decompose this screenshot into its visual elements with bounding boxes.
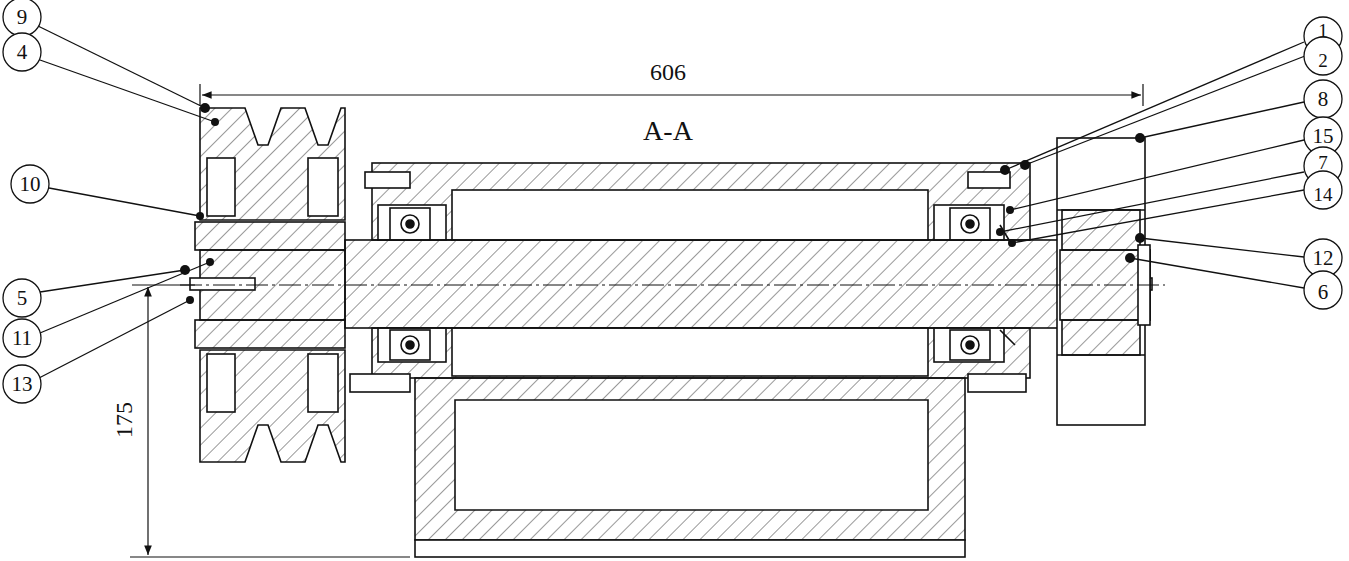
callout-number: 6 bbox=[1318, 280, 1329, 304]
callout-number: 13 bbox=[12, 372, 33, 396]
callout-number: 12 bbox=[1313, 246, 1334, 270]
callout-number: 2 bbox=[1318, 50, 1328, 71]
callout-number: 11 bbox=[12, 328, 32, 349]
dimension-lines bbox=[130, 84, 1143, 557]
dimension-text: 175 bbox=[112, 402, 136, 438]
callout-number: 15 bbox=[1313, 126, 1334, 147]
callout-number: 9 bbox=[17, 5, 28, 29]
callout-number: 4 bbox=[17, 42, 28, 63]
callout-number: 2 bbox=[1318, 51, 1328, 70]
callout-number: 5 bbox=[17, 286, 28, 310]
callout-number: 1 bbox=[1318, 21, 1328, 40]
callout-number: 10 bbox=[20, 172, 41, 196]
callout-number: 14 bbox=[1314, 185, 1333, 204]
section-title: A-A bbox=[643, 117, 693, 145]
dimension-text: 606 bbox=[650, 60, 686, 84]
callout-number: 9 bbox=[17, 7, 28, 28]
callout-number: 7 bbox=[1318, 153, 1328, 172]
callout-number: 5 bbox=[17, 288, 28, 309]
callout-number: 6 bbox=[1318, 282, 1329, 303]
section-title: A-A bbox=[643, 115, 693, 146]
callout-leaders bbox=[3, 0, 1342, 403]
callout-number: 11 bbox=[12, 326, 32, 350]
dimension-text: 175 bbox=[111, 402, 137, 438]
callout-number: 14 bbox=[1314, 184, 1333, 205]
callout-number: 13 bbox=[12, 374, 33, 395]
callout-number: 1 bbox=[1318, 20, 1328, 41]
callout-number: 10 bbox=[20, 174, 41, 195]
callout-number: 8 bbox=[1318, 89, 1329, 110]
callout-number: 8 bbox=[1318, 87, 1329, 111]
callout-number: 4 bbox=[17, 40, 28, 64]
section-view bbox=[190, 108, 1152, 557]
callout-number: 7 bbox=[1318, 152, 1328, 173]
callout-number: 15 bbox=[1313, 124, 1334, 148]
dimension-text: 606 bbox=[650, 59, 686, 85]
callout-number: 12 bbox=[1313, 248, 1334, 269]
center-line bbox=[180, 285, 1165, 286]
